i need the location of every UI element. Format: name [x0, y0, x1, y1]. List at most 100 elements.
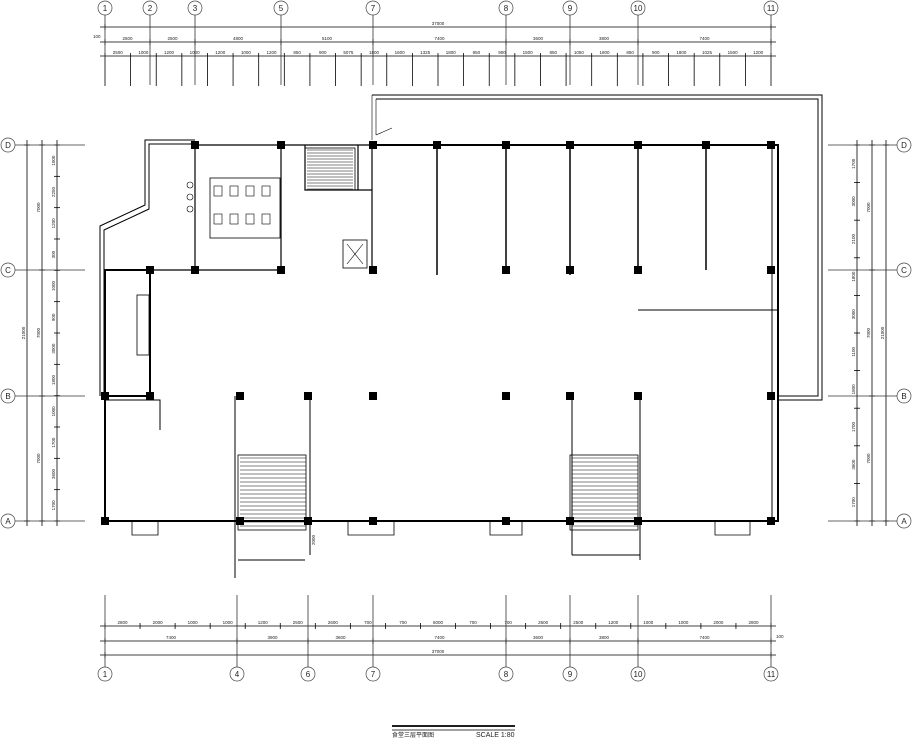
axis-top-7-label: 7 [371, 4, 376, 13]
dim-bottom-detail-text: 1200 [258, 620, 269, 625]
dim-bottom-detail-text: 700 [504, 620, 512, 625]
toilet-fixture [213, 213, 223, 225]
dim-right-detail-text: 1700 [851, 158, 856, 169]
axis-bottom-7-bubble [365, 666, 381, 682]
dim-bottom-detail-text: 1200 [608, 620, 619, 625]
structural-column [191, 141, 199, 149]
dim-bottom-detail-text: 2800 [748, 620, 759, 625]
structural-column [369, 266, 377, 274]
counter [136, 294, 150, 356]
axis-top-5-label: 5 [279, 4, 284, 13]
sink-fixture [186, 193, 194, 201]
drawing-title: 食堂三层平面图 [392, 731, 434, 739]
dim-top-axis-text: 7400 [699, 36, 710, 41]
dim-top-detail-text: 850 [626, 50, 634, 55]
axis-right-C-label: C [901, 266, 907, 275]
dim-top-detail-text: 1200 [753, 50, 764, 55]
axis-bottom-9-label: 9 [568, 670, 573, 679]
dim-top-detail-text: 1200 [164, 50, 175, 55]
structural-column [702, 141, 710, 149]
roof-outline-inner [376, 98, 819, 397]
dim-right-detail-text: 1700 [851, 421, 856, 432]
dim-top-detail-text: 1000 [241, 50, 252, 55]
structural-column [146, 266, 154, 274]
dim-top-detail-text: 1025 [702, 50, 713, 55]
dim-top-detail-text: 2500 [113, 50, 124, 55]
dim-bottom-detail-text: 2600 [538, 620, 549, 625]
dim-right-detail-text: 3000 [851, 309, 856, 320]
dim-top-axis-text: 3600 [533, 36, 544, 41]
structural-column [101, 392, 109, 400]
structural-column [767, 392, 775, 400]
dim-right-detail-text: 1800 [851, 271, 856, 282]
dim-left-detail-text: 1000 [51, 280, 56, 291]
structural-column [146, 392, 154, 400]
drawing-scale: SCALE 1:80 [476, 732, 515, 739]
axis-bottom-11-bubble [763, 666, 779, 682]
axis-bottom-8-bubble [498, 666, 514, 682]
structural-column [566, 141, 574, 149]
dim-top-detail-text: 1325 [420, 50, 431, 55]
structural-column [277, 266, 285, 274]
axis-top-5-bubble [273, 0, 289, 16]
dim-bottom-axis-text: 3900 [267, 635, 278, 640]
dim-left-detail-text: 3600 [51, 468, 56, 479]
axis-top-1-label: 1 [103, 4, 108, 13]
dim-right-detail-text: 2100 [851, 233, 856, 244]
right-wing-wall [638, 145, 778, 521]
structural-column [634, 266, 642, 274]
structural-column [101, 517, 109, 525]
dim-left-axis-text: 7000 [36, 453, 41, 464]
dim-bottom-axis-text: 7400 [434, 635, 445, 640]
toilet-fixture [261, 213, 271, 225]
dim-bottom-detail-text: 1000 [678, 620, 689, 625]
axis-top-10-label: 10 [634, 4, 643, 13]
axis-left-A-label: A [5, 517, 11, 526]
axis-top-10-bubble [630, 0, 646, 16]
dim-left-detail-text: 1000 [51, 406, 56, 417]
dim-bottom-detail-text: 6000 [433, 620, 444, 625]
axis-right-B-bubble [896, 388, 912, 404]
dim-top-detail-text: 1050 [574, 50, 585, 55]
axis-bottom-4-label: 4 [235, 670, 240, 679]
structural-column [502, 141, 510, 149]
dim-left-detail-text: 300 [51, 250, 56, 258]
axis-left-A-bubble [0, 513, 16, 529]
dim-left-detail-text: 1200 [51, 218, 56, 229]
dim-right-total-text: 21000 [880, 326, 885, 339]
axis-top-3-label: 3 [193, 4, 198, 13]
structural-column [566, 266, 574, 274]
dim-bottom-axis-text: 7400 [166, 635, 177, 640]
structural-column [236, 517, 244, 525]
dim-top-detail-text: 850 [550, 50, 558, 55]
structural-column [304, 392, 312, 400]
dim-left-detail-text: 1000 [51, 155, 56, 166]
roof-parapet [371, 95, 393, 140]
roof-outline [372, 94, 823, 401]
dim-right-detail-text: 1800 [851, 384, 856, 395]
dim-top-detail-text: 850 [293, 50, 301, 55]
dim-top-detail-text: 1800 [599, 50, 610, 55]
building-walls [99, 94, 823, 578]
drawing-title-block: 食堂三层平面图 SCALE 1:80 [392, 725, 515, 739]
dim-left-axis-text: 7000 [36, 327, 41, 338]
structural-column [767, 517, 775, 525]
dim-bottom-axis-text: 3800 [599, 635, 610, 640]
dim-right-detail-text: 3000 [851, 196, 856, 207]
axis-top-2-label: 2 [148, 4, 153, 13]
axis-top-8-bubble [498, 0, 514, 16]
dim-right-axis-text: 7000 [866, 202, 871, 213]
dim-right-axis-text: 7000 [866, 453, 871, 464]
axis-right-D-bubble [896, 137, 912, 153]
structural-column [502, 266, 510, 274]
axis-bottom-11-label: 11 [767, 670, 776, 679]
dim-top-detail-text: 1600 [395, 50, 406, 55]
structural-column [566, 517, 574, 525]
exterior-wall-left-wing [99, 139, 195, 396]
interior-partitions [436, 145, 707, 275]
axis-bottom-6-bubble [300, 666, 316, 682]
axis-top-1-bubble [97, 0, 113, 16]
axis-bottom-10-bubble [630, 666, 646, 682]
structural-column [277, 141, 285, 149]
